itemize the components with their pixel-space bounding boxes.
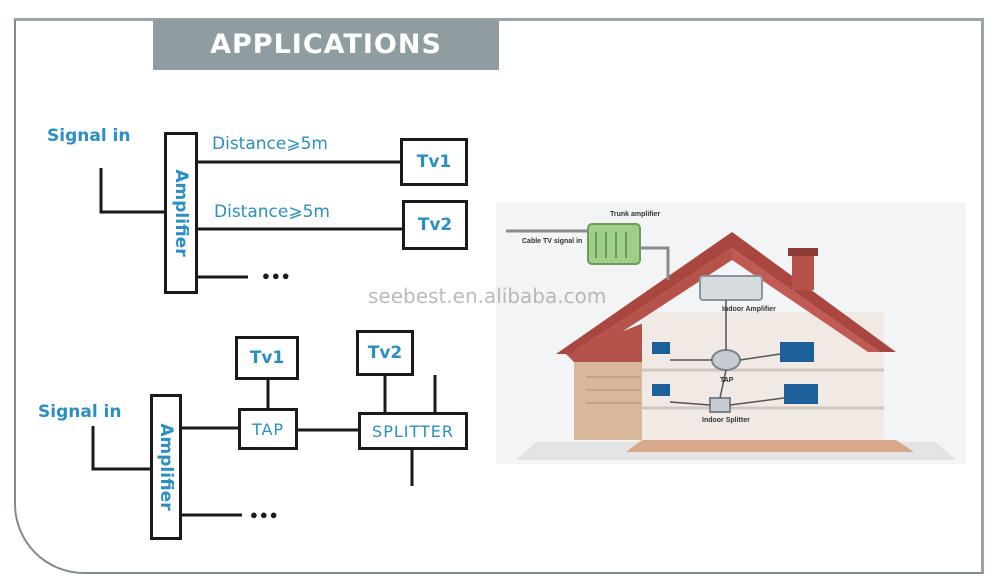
tv2-box-1: Tv2 [402,200,468,250]
indoor-splitter-label: Indoor Splitter [702,417,750,424]
tv1-box-1: Tv1 [400,138,468,186]
page-title: APPLICATIONS [210,29,442,60]
tap-label: TAP [251,419,285,439]
distance-label-2: Distance⩾5m [214,202,330,222]
tap-illustration-label: TAP [720,377,734,384]
tv-icon-4 [784,384,818,404]
amplifier-box-2: Amplifier [150,394,182,540]
trunk-amplifier-label: Trunk amplifier [610,211,660,218]
signal-in-label-2: Signal in [38,402,122,422]
cable-tv-signal-label: Cable TV signal in [522,238,582,245]
splitter-label: SPLITTER [372,421,454,441]
watermark: seebest.en.alibaba.com [368,284,607,308]
tv-icon-2 [780,342,814,362]
signal-in-line-1 [99,168,164,214]
tap-device [711,349,741,371]
more-outputs-dots-2: ●●● [250,507,280,522]
amplifier-label-1: Amplifier [171,169,191,257]
title-banner: APPLICATIONS [153,20,499,70]
tv-icon-1 [652,342,670,354]
tv2-label-2: Tv2 [367,343,403,363]
signal-in-line-2 [91,426,150,471]
outer-frame [14,18,984,574]
indoor-splitter-device [709,397,731,413]
tv-icon-3 [652,384,670,396]
signal-in-label-1: Signal in [47,126,131,146]
tv1-label-1: Tv1 [416,152,452,172]
annex-wall [574,362,646,440]
more-outputs-dots-1: ●●● [262,268,292,283]
splitter-box: SPLITTER [358,412,468,450]
indoor-amplifier-label: Indoor Amplifier [722,306,776,313]
tv1-box-2: Tv1 [235,336,299,380]
indoor-amplifier-device [699,275,763,301]
tv1-label-2: Tv1 [249,348,285,368]
distance-label-1: Distance⩾5m [212,134,328,154]
tap-box: TAP [238,408,298,450]
tv2-label-1: Tv2 [417,215,453,235]
tv2-box-2: Tv2 [356,330,414,376]
house-illustration: Trunk amplifier Cable TV signal in Indoo… [496,202,966,464]
chimney [792,254,814,290]
amplifier-label-2: Amplifier [156,423,176,511]
amplifier-box-1: Amplifier [164,132,198,294]
roof [570,248,732,354]
